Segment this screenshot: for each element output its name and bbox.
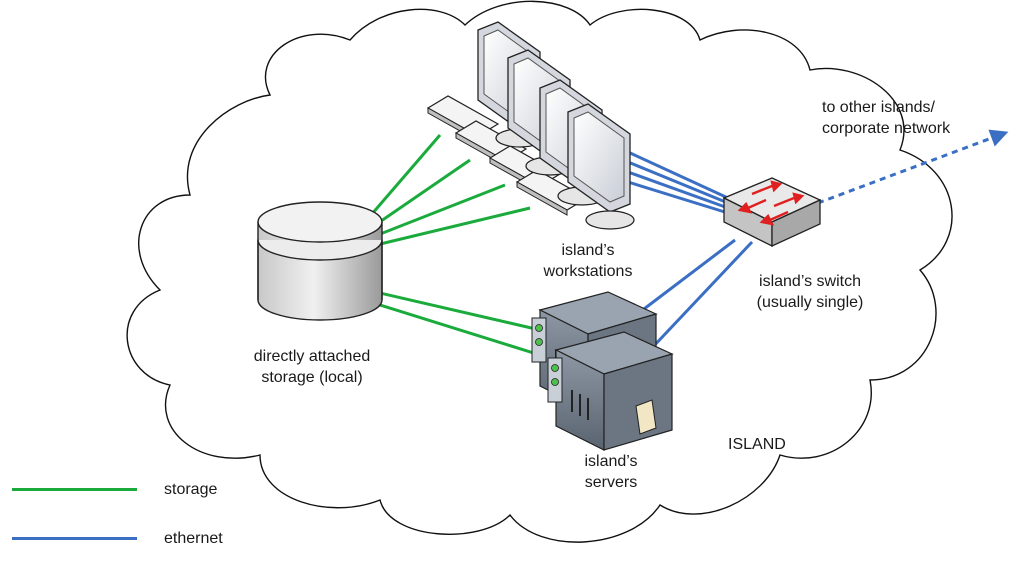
servers xyxy=(531,291,674,451)
workstations-label-line-1: island’s xyxy=(561,242,615,259)
ethernet-link-4 xyxy=(627,180,729,215)
keyboards xyxy=(426,95,589,216)
monitors xyxy=(477,21,635,230)
workstations-label: island’s workstations xyxy=(528,240,648,282)
storage-link-1 xyxy=(363,134,442,223)
switch-label-line-2: (usually single) xyxy=(756,294,864,311)
storage-links xyxy=(363,134,541,357)
monitor-icon xyxy=(567,103,635,230)
legend-storage-swatch xyxy=(12,488,137,491)
island-cloud-outline xyxy=(126,0,953,543)
storage-link-2 xyxy=(367,158,471,232)
ethernet-link-6 xyxy=(648,240,754,352)
island-label: ISLAND xyxy=(728,436,786,453)
ethernet-link-3 xyxy=(627,170,729,210)
servers-label-line-2: servers xyxy=(584,474,638,491)
switch-label-line-1: island’s switch xyxy=(759,273,861,290)
external-label-line-2: corporate network xyxy=(822,120,951,137)
server-icon xyxy=(547,331,674,451)
ethernet-link-5 xyxy=(639,238,736,314)
external-label-line-1: to other islands/ xyxy=(822,99,935,116)
storage-link-4 xyxy=(371,206,531,248)
storage-label-line-1: directly attached xyxy=(253,348,371,365)
servers-label: island’s servers xyxy=(566,451,656,493)
legend-ethernet-swatch xyxy=(12,537,137,540)
storage-drum-icon xyxy=(257,201,383,321)
servers-label-line-1: island’s xyxy=(584,453,638,470)
ethernet-links xyxy=(627,129,1009,352)
switch-icon xyxy=(722,177,822,248)
storage-label-line-2: storage (local) xyxy=(261,369,363,386)
switch-label: island’s switch (usually single) xyxy=(730,271,890,313)
ethernet-link-2 xyxy=(627,160,729,205)
ethernet-link-1 xyxy=(627,150,729,200)
storage-link-5 xyxy=(379,291,541,332)
uplink-dotted xyxy=(817,129,1009,205)
workstations-label-line-2: workstations xyxy=(543,263,633,280)
legend-ethernet-label: ethernet xyxy=(164,530,223,547)
storage-label: directly attached storage (local) xyxy=(232,346,392,388)
storage-link-6 xyxy=(379,303,541,357)
legend-storage-label: storage xyxy=(164,481,218,498)
storage-link-3 xyxy=(369,183,506,240)
external-network-label: to other islands/ corporate network xyxy=(822,97,950,139)
